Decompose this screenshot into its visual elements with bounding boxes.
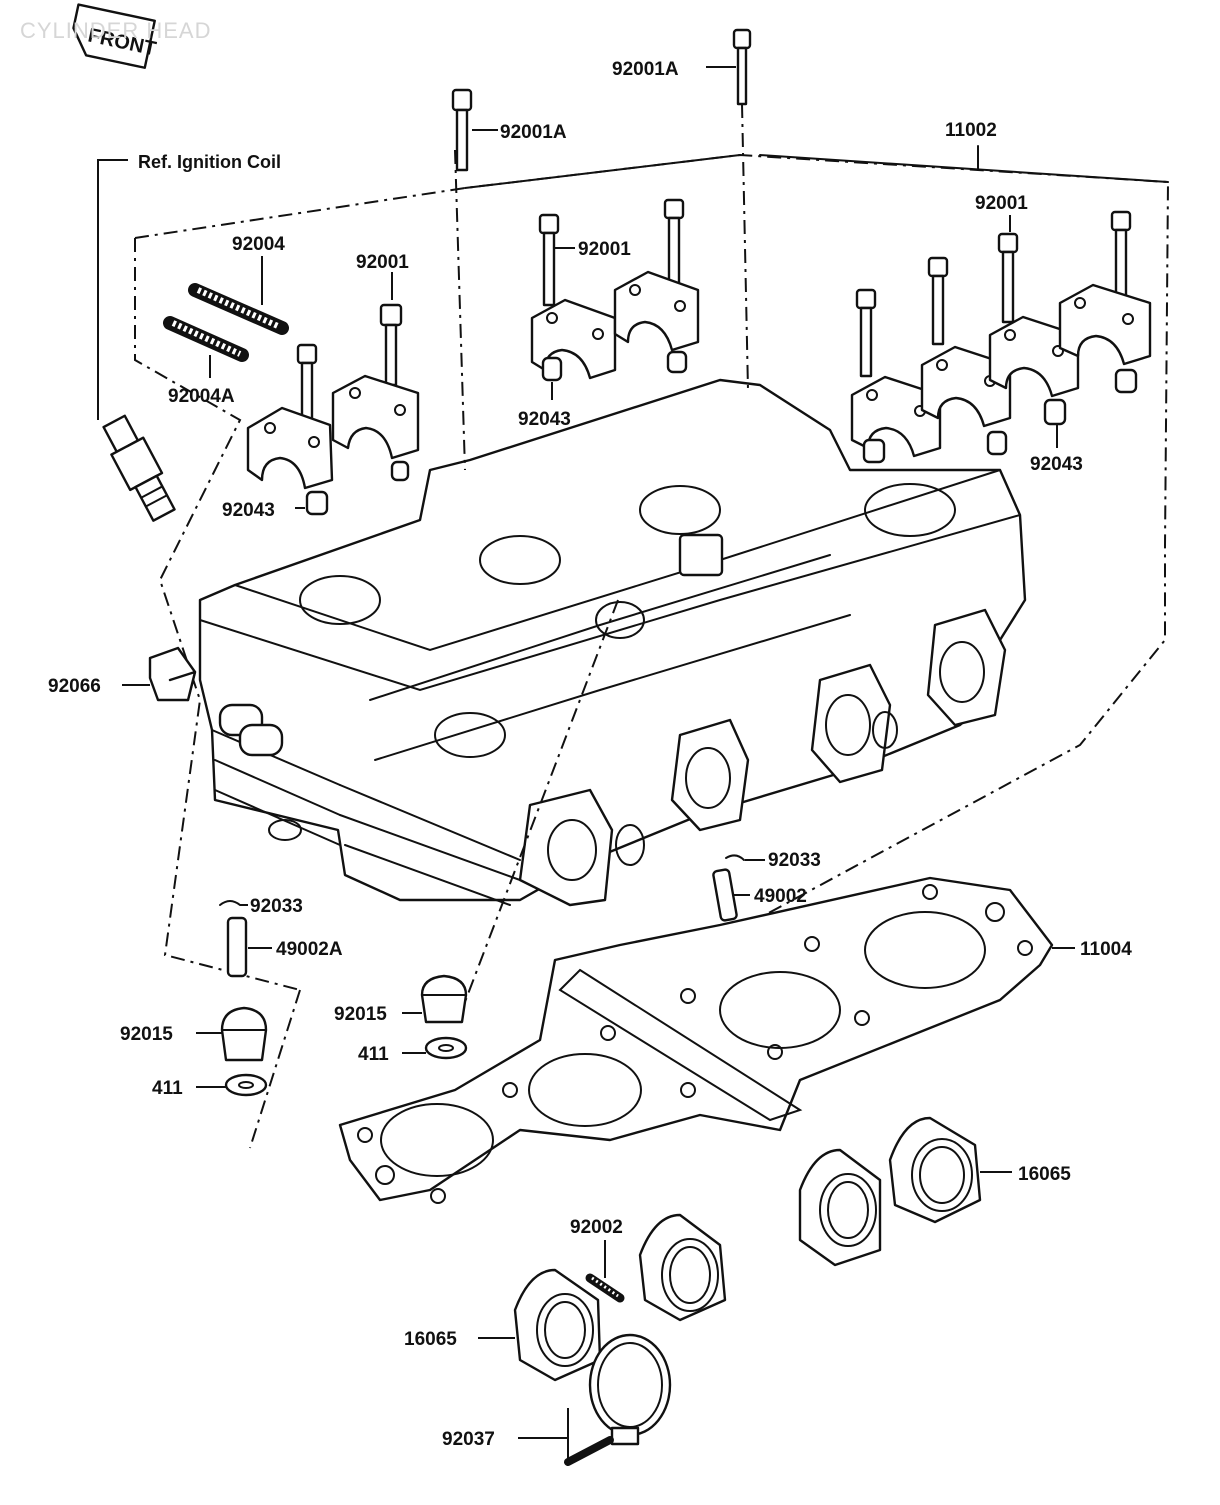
callout-92001-mid: 92001 xyxy=(578,239,631,260)
dowel-pins-92043 xyxy=(305,350,1138,516)
bolt-right-3 xyxy=(997,232,1019,324)
stud-92004 xyxy=(188,283,289,335)
leader-lines xyxy=(122,66,1075,1462)
callout-49002: 49002 xyxy=(754,886,807,907)
callout-92001a-top: 92001A xyxy=(612,59,679,80)
callout-11004: 11004 xyxy=(1080,939,1132,960)
callout-16065-right: 16065 xyxy=(1018,1164,1071,1185)
camshaft-cap-8 xyxy=(1058,283,1152,366)
callout-labels: 92001A 92001A 11002 92004 92001 92001 92… xyxy=(48,59,1132,1450)
ignition-coil-reference: Ref. Ignition Coil xyxy=(97,152,281,420)
callout-92002: 92002 xyxy=(570,1217,623,1238)
cylinder-head-body xyxy=(198,103,1027,1016)
bolt-right-4 xyxy=(1110,210,1132,300)
carb-holder-16065-left-2 xyxy=(513,1268,602,1382)
callout-92004a: 92004A xyxy=(168,386,235,407)
callout-92066: 92066 xyxy=(48,676,101,697)
plug-92066 xyxy=(148,646,197,702)
spark-plug xyxy=(102,414,176,522)
washer-411-right xyxy=(424,1036,468,1060)
valve-guide-49002 xyxy=(712,854,745,922)
callout-92043-right: 92043 xyxy=(1030,454,1083,475)
callout-411-right: 411 xyxy=(358,1044,389,1065)
camshaft-cap-4 xyxy=(613,270,700,352)
callout-92033-right: 92033 xyxy=(768,850,821,871)
bolt-mid-1 xyxy=(538,213,560,307)
callout-92033-left: 92033 xyxy=(250,896,303,917)
head-gasket-11004 xyxy=(338,876,1054,1204)
callout-92001a-left: 92001A xyxy=(500,122,567,143)
carb-holder-16065-left-1 xyxy=(638,1213,727,1322)
valve-guide-49002a xyxy=(219,900,248,978)
screw-92002 xyxy=(585,1273,625,1303)
carb-holder-16065-right-2 xyxy=(888,1116,982,1224)
camshaft-cap-7 xyxy=(988,315,1080,398)
bolt-92001a-left xyxy=(451,88,473,172)
cap-nut-92015-right xyxy=(420,974,468,1024)
callout-11002: 11002 xyxy=(945,120,997,141)
callout-92015-left: 92015 xyxy=(120,1024,173,1045)
callout-92004: 92004 xyxy=(232,234,285,255)
callout-92001-right: 92001 xyxy=(975,193,1028,214)
bolt-left-cap xyxy=(296,343,318,423)
clamp-92037 xyxy=(564,1333,672,1466)
bolt-92001-left xyxy=(379,303,403,387)
bolt-right-1 xyxy=(855,288,877,378)
bolt-mid-2 xyxy=(663,198,685,292)
washer-411-left xyxy=(224,1073,268,1097)
callout-92037: 92037 xyxy=(442,1429,495,1450)
callout-411-left: 411 xyxy=(152,1078,183,1099)
callout-16065-left: 16065 xyxy=(404,1329,457,1350)
callout-92043-mid: 92043 xyxy=(518,409,571,430)
camshaft-cap-2 xyxy=(331,374,420,460)
carb-holder-16065-right-1 xyxy=(798,1148,882,1267)
diagram-title: CYLINDER HEAD xyxy=(20,18,212,43)
assembly-outline xyxy=(134,145,1170,991)
callout-92015-right: 92015 xyxy=(334,1004,387,1025)
bolt-92001a-top xyxy=(732,28,752,106)
stud-92004a xyxy=(163,316,249,362)
cap-nut-92015-left xyxy=(220,1006,268,1062)
ref-ignition-coil-note: Ref. Ignition Coil xyxy=(138,152,281,172)
camshaft-cap-1 xyxy=(246,406,334,490)
callout-92043-left: 92043 xyxy=(222,500,275,521)
callout-49002a: 49002A xyxy=(276,939,343,960)
bolt-right-2 xyxy=(927,256,949,346)
front-arrow-badge: FRONT xyxy=(72,3,158,69)
callout-92001-left: 92001 xyxy=(356,252,409,273)
